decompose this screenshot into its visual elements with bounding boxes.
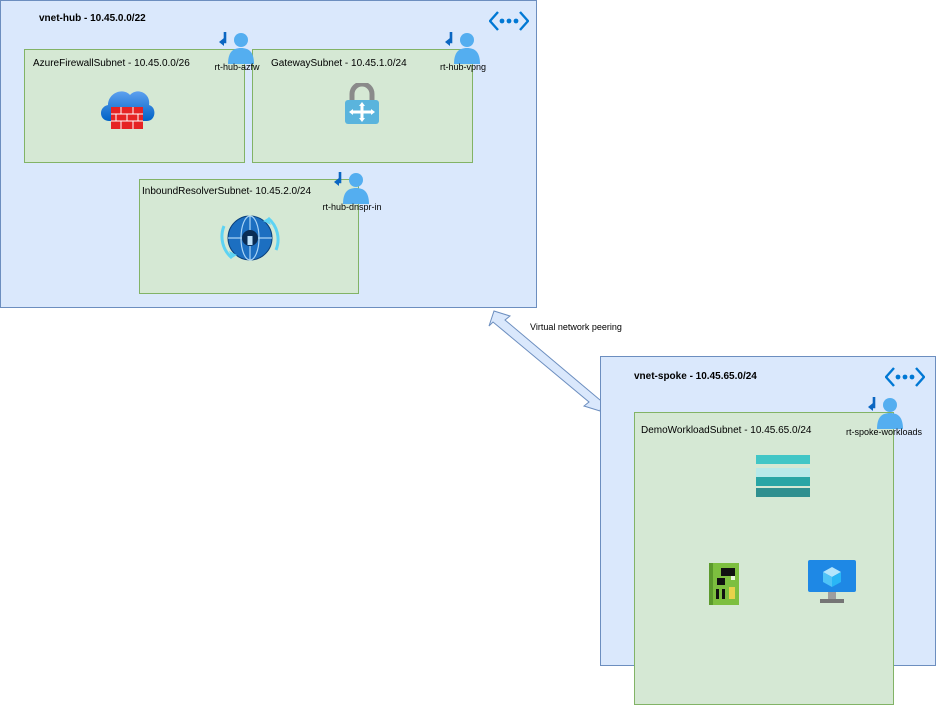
subnet-gateway[interactable]: GatewaySubnet - 10.45.1.0/24 (252, 49, 473, 163)
route-table-azfw[interactable]: rt-hub-azfw (192, 30, 282, 78)
storage-icon (756, 455, 810, 497)
subnet-title: GatewaySubnet - 10.45.1.0/24 (271, 58, 407, 69)
vnet-spoke-title: vnet-spoke - 10.45.65.0/24 (634, 371, 757, 382)
subnet-inbound-resolver[interactable]: InboundResolverSubnet- 10.45.2.0/24 (139, 179, 359, 294)
subnet-demo-workload[interactable]: DemoWorkloadSubnet - 10.45.65.0/24 (634, 412, 894, 705)
subnet-azure-firewall[interactable]: AzureFirewallSubnet - 10.45.0.0/26 (24, 49, 245, 163)
peering-label: Virtual network peering (530, 322, 622, 332)
route-table-icon (219, 32, 254, 64)
route-table-label: rt-hub-vpng (439, 62, 487, 72)
route-table-label: rt-hub-azfw (214, 62, 260, 72)
vnet-icon (489, 11, 529, 31)
subnet-title: DemoWorkloadSubnet - 10.45.65.0/24 (641, 425, 812, 436)
subnet-title: InboundResolverSubnet- 10.45.2.0/24 (142, 186, 312, 197)
route-table-label: rt-spoke-workloads (845, 427, 923, 437)
route-table-label: rt-hub-dnspr-in (322, 202, 382, 212)
route-table-icon (445, 32, 480, 64)
route-table-icon (334, 172, 369, 204)
firewall-icon (100, 91, 155, 129)
route-table-dnspr[interactable]: rt-hub-dnspr-in (307, 170, 397, 218)
vnet-hub[interactable]: vnet-hub - 10.45.0.0/22 AzureFirewallSub… (0, 0, 537, 308)
route-table-vpng[interactable]: rt-hub-vpng (418, 30, 508, 78)
route-table-icon (868, 397, 903, 429)
vpn-gateway-icon (345, 83, 379, 124)
virtual-machine-icon (808, 560, 856, 603)
subnet-title: AzureFirewallSubnet - 10.45.0.0/26 (33, 58, 190, 69)
vnet-icon (885, 367, 925, 387)
vnet-hub-title: vnet-hub - 10.45.0.0/22 (39, 13, 146, 24)
nic-icon (709, 563, 739, 605)
dns-resolver-icon (220, 215, 280, 261)
route-table-workloads[interactable]: rt-spoke-workloads (841, 395, 931, 443)
